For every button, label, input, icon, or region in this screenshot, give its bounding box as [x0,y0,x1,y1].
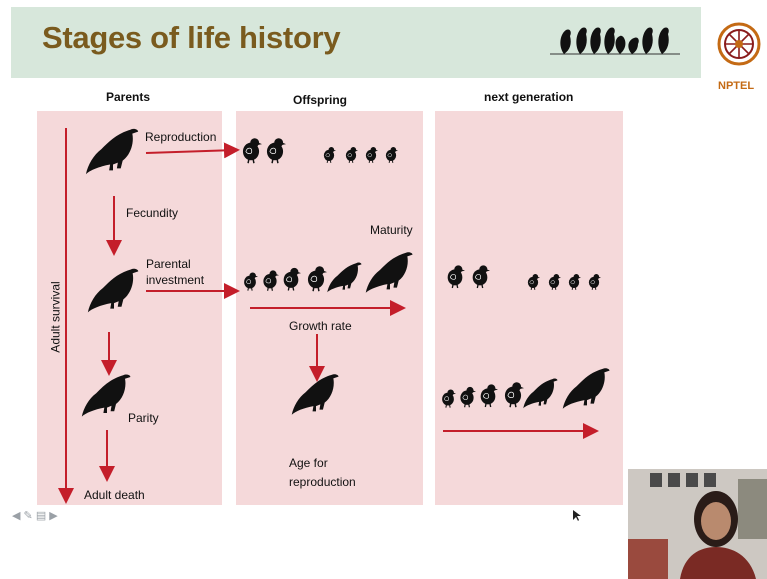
bird-icon [292,374,339,415]
parental-investment-label-1: Parental [146,256,191,272]
arrow-left-icon[interactable]: ◀ [12,510,20,522]
chick-icon [473,265,490,288]
bird-icon [563,368,610,409]
chick-icon [243,138,262,163]
bird-icon [88,269,138,313]
chick-icon [346,147,358,163]
parity-label: Parity [128,410,159,426]
chick-icon [324,147,336,163]
chick-icon [308,266,327,291]
bird-icon [366,252,413,293]
chick-icon [366,147,378,163]
maturity-label: Maturity [370,222,413,238]
chick-icon [549,274,561,290]
chick-icon [386,147,398,163]
chick-icon [442,389,456,407]
bird-icon [523,379,557,409]
chick-icon [569,274,581,290]
chick-icon [481,384,498,407]
arrow-right-icon[interactable]: ▶ [49,510,57,522]
chick-icon [284,268,301,291]
chick-icon [448,265,465,288]
pen-icon[interactable]: ✎ [24,510,33,522]
adult-death-label: Adult death [84,487,145,503]
growth-rate-label: Growth rate [289,318,352,334]
chick-icon [460,387,476,407]
chick-icon [267,138,286,163]
chick-icon [263,270,279,290]
chick-icon [528,274,540,290]
age-for-reproduction-label-2: reproduction [289,474,356,490]
slide-nav: ◀ ✎ ▤ ▶ [12,509,58,522]
reproduction-label: Reproduction [145,129,216,145]
adult-survival-label: Adult survival [49,281,63,352]
bird-icon [327,263,361,293]
slides-icon[interactable]: ▤ [36,510,46,522]
parental-investment-label-2: investment [146,272,204,288]
fecundity-label: Fecundity [126,205,178,221]
chick-icon [589,274,601,290]
chick-icon [244,272,258,290]
reproduction-arrow [146,150,236,153]
bird-icon [82,374,131,416]
presenter-video [628,469,767,579]
cursor-icon [573,510,581,522]
age-for-reproduction-label-1: Age for [289,455,328,471]
chick-icon [505,382,524,407]
bird-icon [86,129,138,174]
